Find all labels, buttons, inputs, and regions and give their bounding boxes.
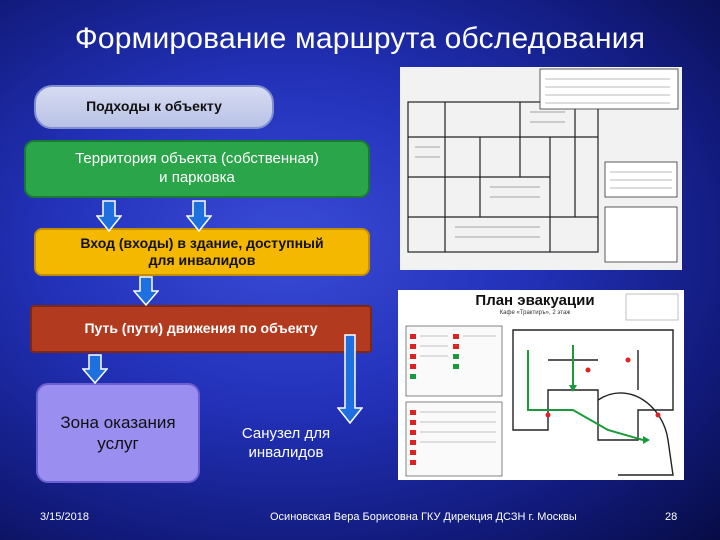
entrance-box: Вход (входы) в здание, доступный для инв… <box>34 228 370 276</box>
territory-label-line2: и парковка <box>159 169 235 186</box>
service-label-line2: услуг <box>97 434 139 453</box>
arrow-down-long-icon <box>337 334 363 424</box>
entrance-label-line1: Вход (входы) в здание, доступный <box>80 234 324 251</box>
approaches-box: Подходы к объекту <box>34 85 274 129</box>
footer-page-number: 28 <box>665 511 678 523</box>
toilet-box: Санузел для инвалидов <box>218 418 354 470</box>
footer-author: Осиновская Вера Борисовна ГКУ Дирекция Д… <box>270 511 577 523</box>
territory-box: Территория объекта (собственная) и парко… <box>24 140 370 198</box>
evacuation-plan-image <box>398 290 684 480</box>
arrow-down-icon <box>82 354 108 384</box>
evacuation-plan-title: План эвакуации <box>475 292 595 309</box>
path-box: Путь (пути) движения по объекту <box>30 305 372 353</box>
slide-title: Формирование маршрута обследования <box>74 22 646 55</box>
toilet-label-line1: Санузел для <box>241 425 331 443</box>
arrow-down-icon <box>186 200 212 232</box>
toilet-label-line2: инвалидов <box>248 444 324 461</box>
entrance-label-line2: для инвалидов <box>148 252 256 268</box>
arrow-down-icon <box>133 276 159 306</box>
path-label: Путь (пути) движения по объекту <box>84 320 318 337</box>
arrow-down-icon <box>96 200 122 232</box>
footer-date: 3/15/2018 <box>40 511 89 523</box>
service-label-line1: Зона оказания <box>60 412 176 432</box>
approaches-label: Подходы к объекту <box>86 98 222 115</box>
territory-label-line1: Территория объекта (собственная) <box>75 150 319 168</box>
floor-plan-image <box>400 67 682 270</box>
evacuation-plan-subtitle: Кафе «Трактиръ», 2 этаж <box>499 310 571 316</box>
service-zone-box: Зона оказания услуг <box>36 383 200 483</box>
